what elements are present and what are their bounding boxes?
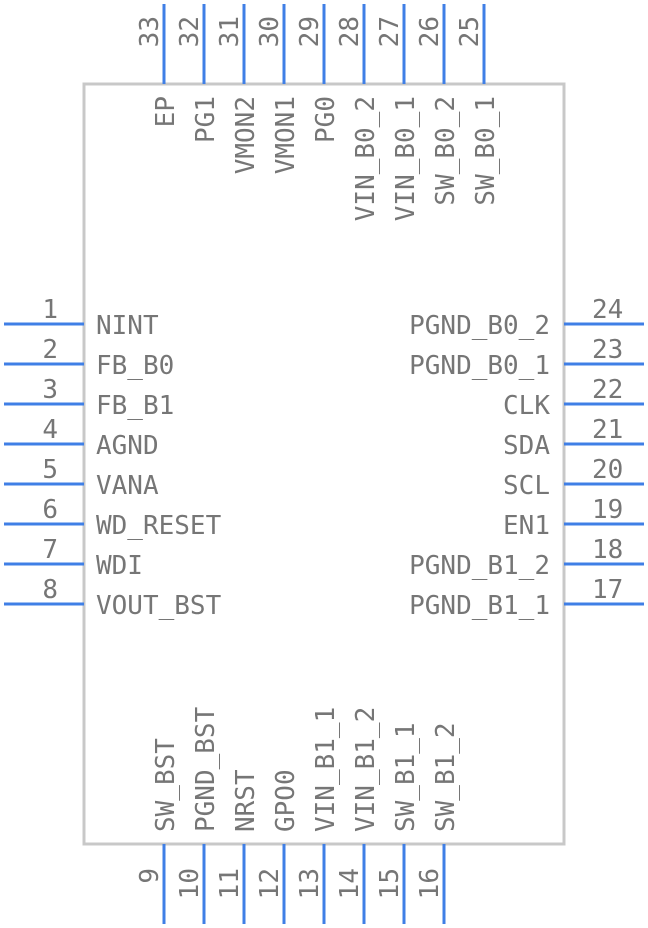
pin-28-name: VIN_B0_2 bbox=[351, 96, 381, 221]
pin-28-number: 28 bbox=[335, 16, 365, 47]
pin-14-number: 14 bbox=[335, 868, 365, 899]
pin-12-number: 12 bbox=[255, 868, 285, 899]
pin-29-name: PG0 bbox=[311, 96, 341, 143]
pin-1-name: NINT bbox=[96, 311, 159, 341]
pin-13-number: 13 bbox=[295, 868, 325, 899]
pin-group bbox=[4, 4, 644, 924]
pin-5-name: VANA bbox=[96, 471, 159, 501]
pin-27-number: 27 bbox=[375, 16, 405, 47]
pin-13-name: VIN_B1_1 bbox=[311, 707, 341, 832]
pin-10-number: 10 bbox=[175, 868, 205, 899]
pin-29-number: 29 bbox=[295, 16, 325, 47]
pin-19-number: 19 bbox=[592, 495, 623, 525]
pin-18-number: 18 bbox=[592, 535, 623, 565]
pin-9-name: SW_BST bbox=[151, 738, 181, 832]
pin-21-number: 21 bbox=[592, 415, 623, 445]
pin-16-name: SW_B1_2 bbox=[431, 722, 461, 832]
pin-26-number: 26 bbox=[415, 16, 445, 47]
pin-31-number: 31 bbox=[215, 16, 245, 47]
component-body bbox=[82, 82, 566, 846]
pin-8-number: 8 bbox=[42, 575, 58, 605]
pin-1-number: 1 bbox=[42, 295, 58, 325]
pin-15-name: SW_B1_1 bbox=[391, 722, 421, 832]
pin-4-name: AGND bbox=[96, 431, 159, 461]
pin-19-name: EN1 bbox=[503, 511, 550, 541]
pin-26-name: SW_B0_2 bbox=[431, 96, 461, 206]
pin-27-name: VIN_B0_1 bbox=[391, 96, 421, 221]
pin-24-number: 24 bbox=[592, 295, 623, 325]
pin-32-number: 32 bbox=[175, 16, 205, 47]
pin-22-name: CLK bbox=[503, 391, 550, 421]
pin-5-number: 5 bbox=[42, 455, 58, 485]
pin-6-name: WD_RESET bbox=[96, 511, 222, 541]
pin-4-number: 4 bbox=[42, 415, 58, 445]
pin-33-number: 33 bbox=[135, 16, 165, 47]
pin-23-number: 23 bbox=[592, 335, 623, 365]
pin-32-name: PG1 bbox=[191, 96, 221, 143]
pin-24-name: PGND_B0_2 bbox=[409, 311, 550, 341]
pin-6-number: 6 bbox=[42, 495, 58, 525]
pin-25-name: SW_B0_1 bbox=[471, 96, 501, 206]
pin-3-name: FB_B1 bbox=[96, 391, 174, 421]
pin-31-name: VMON2 bbox=[231, 96, 261, 174]
pin-7-number: 7 bbox=[42, 535, 58, 565]
pin-10-name: PGND_BST bbox=[191, 706, 221, 832]
pin-17-name: PGND_B1_1 bbox=[409, 591, 550, 621]
pin-7-name: WDI bbox=[96, 551, 143, 581]
pin-25-number: 25 bbox=[455, 16, 485, 47]
pin-2-name: FB_B0 bbox=[96, 351, 174, 381]
pin-2-number: 2 bbox=[42, 335, 58, 365]
pin-11-number: 11 bbox=[215, 868, 245, 899]
pin-21-name: SDA bbox=[503, 431, 550, 461]
pin-12-name: GPO0 bbox=[271, 769, 301, 832]
pin-3-number: 3 bbox=[42, 375, 58, 405]
pin-33-name: EP bbox=[151, 96, 181, 127]
pin-9-number: 9 bbox=[135, 868, 165, 884]
pin-18-name: PGND_B1_2 bbox=[409, 551, 550, 581]
pin-14-name: VIN_B1_2 bbox=[351, 707, 381, 832]
pin-11-name: NRST bbox=[231, 769, 261, 832]
pin-8-name: VOUT_BST bbox=[96, 591, 222, 621]
pin-20-name: SCL bbox=[503, 471, 550, 501]
pin-22-number: 22 bbox=[592, 375, 623, 405]
pin-23-name: PGND_B0_1 bbox=[409, 351, 550, 381]
pin-20-number: 20 bbox=[592, 455, 623, 485]
pin-30-name: VMON1 bbox=[271, 96, 301, 174]
pin-15-number: 15 bbox=[375, 868, 405, 899]
pin-17-number: 17 bbox=[592, 575, 623, 605]
pin-16-number: 16 bbox=[415, 868, 445, 899]
pin-30-number: 30 bbox=[255, 16, 285, 47]
